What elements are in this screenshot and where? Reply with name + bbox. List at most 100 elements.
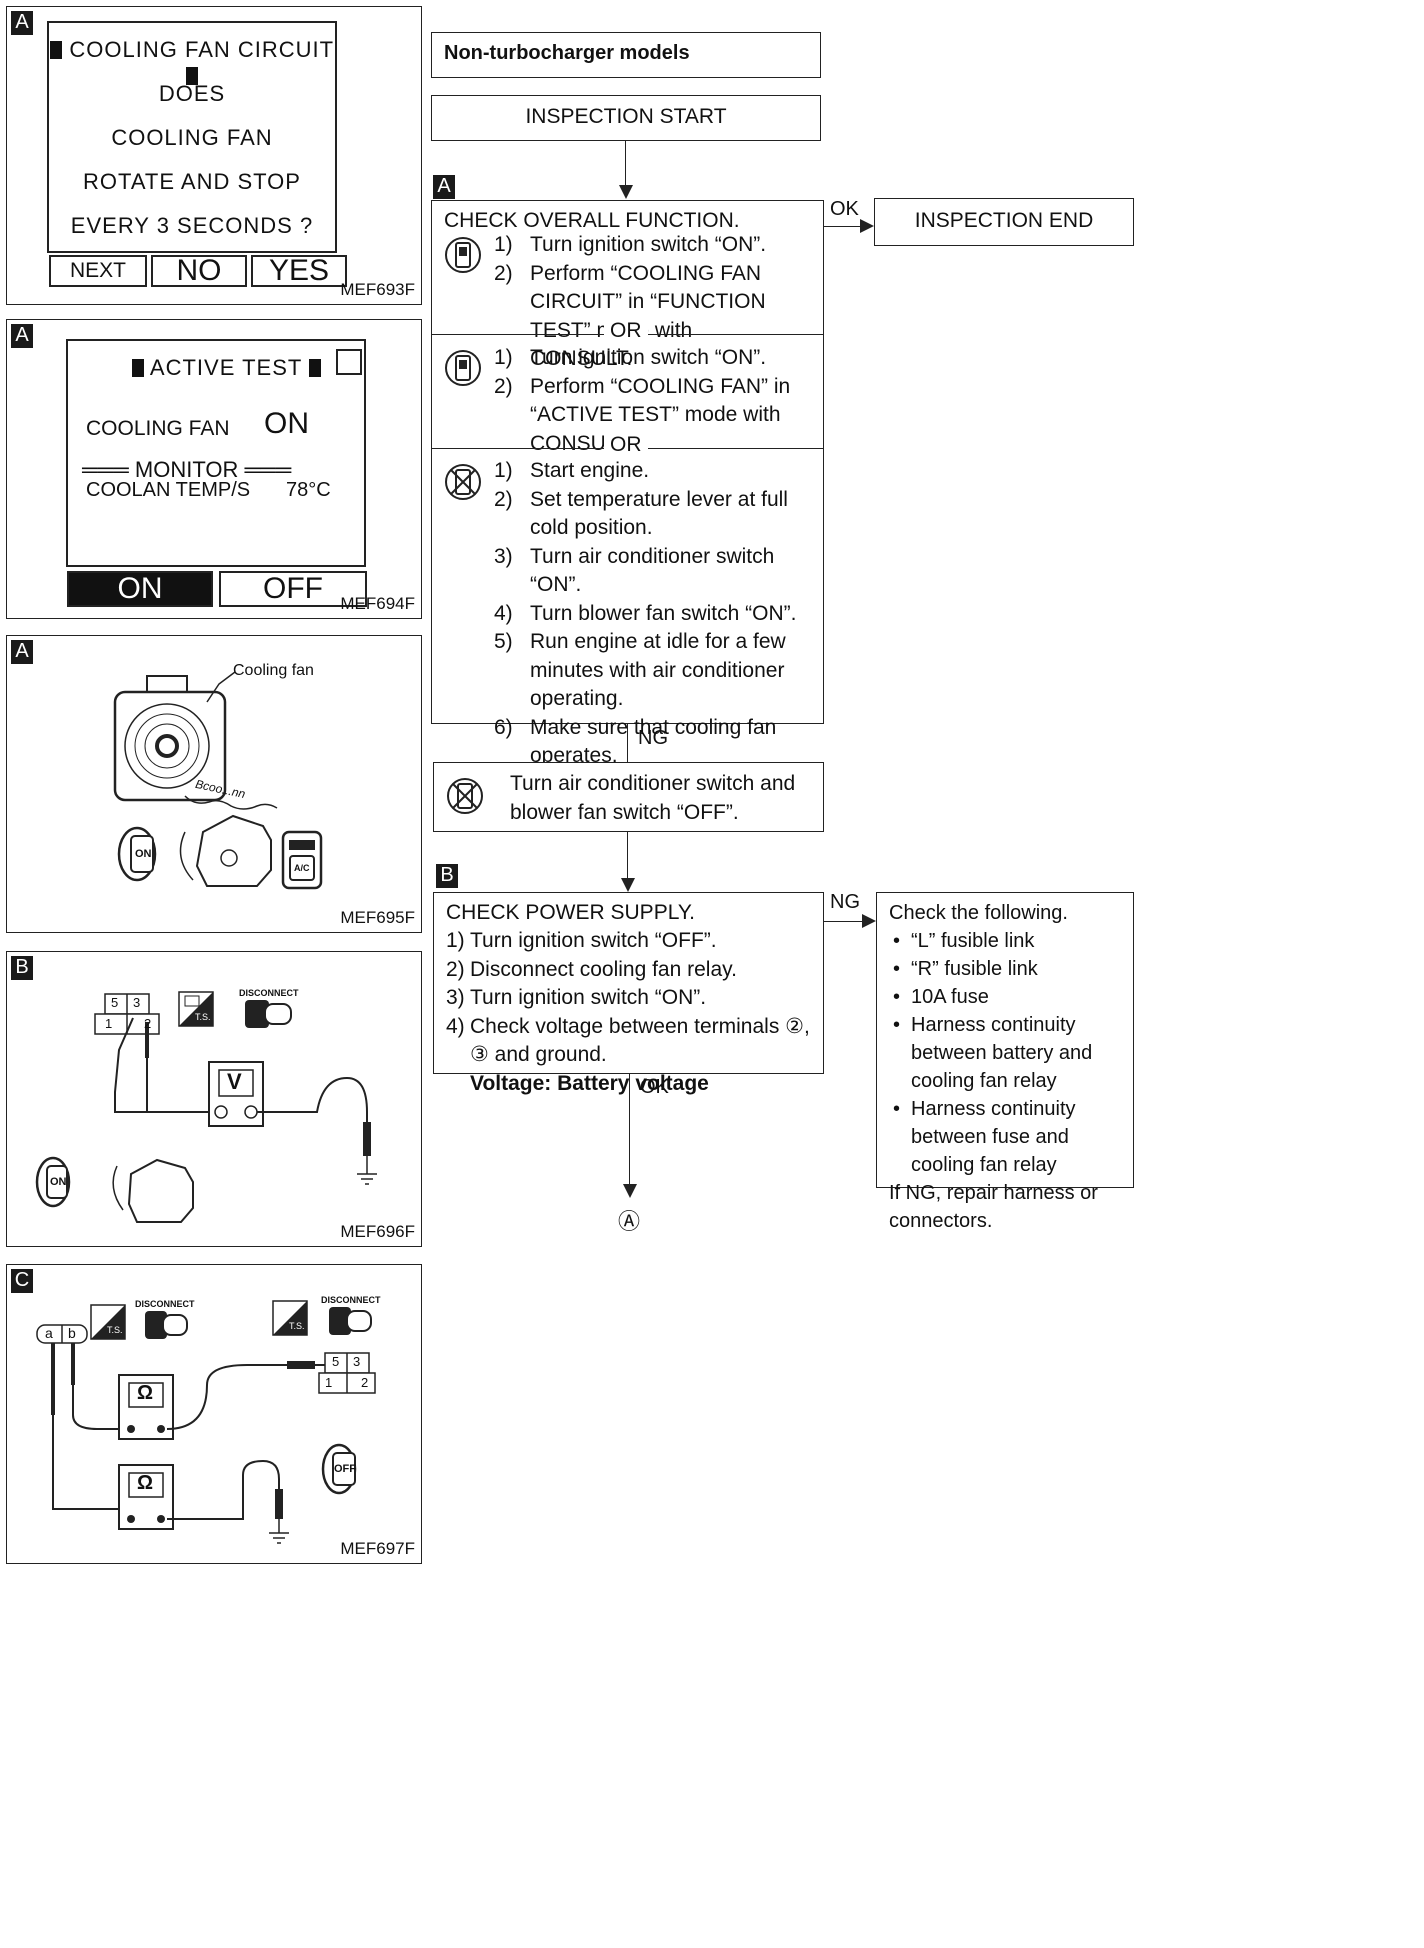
check-following-title: Check the following.	[889, 902, 1068, 924]
step-number: 2)	[494, 487, 513, 511]
connector-line	[824, 921, 862, 922]
figure-panel-voltage-check: B 5 3 1 2 T.S. DI	[6, 951, 422, 1247]
arrow-down-icon	[621, 878, 635, 892]
arrow-down-icon	[619, 185, 633, 199]
check-following-box: Check the following. “L” fusible link “R…	[876, 892, 1134, 1232]
step-text: Turn ignition switch “OFF”.	[470, 929, 717, 952]
section-tag: A	[433, 175, 455, 199]
ts-label: T.S.	[289, 1321, 305, 1331]
connector-line	[625, 141, 626, 185]
figure-code: MEF697F	[340, 1539, 415, 1558]
figure-code: MEF694F	[340, 594, 415, 613]
connector-pin-2: 2	[144, 1016, 152, 1031]
step: 1) Turn ignition switch “ON”.	[494, 344, 794, 373]
connector-pin-3: 3	[133, 995, 141, 1010]
figure-panel-active-test: A ACTIVE TEST COOLING FAN ON ═══ MONITOR…	[6, 319, 422, 619]
screen-title: COOLING FAN CIRCUIT	[69, 37, 334, 62]
turn-off-box: Turn air conditioner switch and blower f…	[433, 762, 824, 832]
figure-panel-cooling-fan: A Cooling fan Bcoo...nn ON A/C MEF695F	[6, 635, 422, 933]
screen-line: ROTATE AND STOP	[83, 169, 301, 194]
step: 3)Turn ignition switch “ON”.	[446, 984, 816, 1013]
inspection-end-box: INSPECTION END	[874, 198, 1134, 246]
inspection-end-label: INSPECTION END	[914, 209, 1094, 232]
monitor-row: ═══ MONITOR ═══	[82, 457, 291, 483]
divider-icon: ═══	[82, 457, 135, 482]
voltage-spec: Voltage: Battery voltage	[470, 1071, 709, 1095]
voltage-check-illustration	[35, 991, 377, 1223]
step-text: Start engine.	[530, 459, 650, 482]
step-number: 1)	[494, 346, 513, 369]
arrow-down-icon	[623, 1184, 637, 1198]
section-tag: B	[11, 956, 33, 980]
check-overall-function-box: CHECK OVERALL FUNCTION. 1) Turn ignition …	[431, 200, 824, 767]
step-text: Run engine at idle for a few minutes wit…	[530, 630, 786, 710]
consult-screen: ACTIVE TEST COOLING FAN ON ═══ MONITOR ═…	[66, 339, 366, 567]
monitor-label: MONITOR	[134, 457, 239, 482]
check-overall-title: CHECK OVERALL FUNCTION.	[444, 209, 740, 232]
consult-screen: COOLING FAN CIRCUIT DOES COOLING FAN ROT…	[47, 21, 337, 253]
step-text: Turn blower fan switch “ON”.	[530, 601, 797, 625]
yes-button[interactable]: YES	[251, 255, 347, 287]
inspection-start-box: INSPECTION START	[431, 95, 821, 141]
or-label: OR	[604, 319, 648, 343]
step: 1)Turn ignition switch “ON”.	[494, 231, 794, 260]
step-text: Disconnect cooling fan relay.	[470, 957, 737, 981]
section-tag: A	[11, 324, 33, 348]
connector-pin-5: 5	[111, 995, 119, 1010]
consult-tester-icon	[445, 237, 481, 273]
cooling-fan-illustration	[113, 671, 323, 890]
connector-mark: Ⓐ	[618, 1209, 641, 1234]
step-number: 2)	[494, 261, 513, 285]
consult-tester-icon	[445, 350, 481, 386]
off-button[interactable]: OFF	[219, 571, 367, 607]
connector-pin-3: 3	[353, 1354, 361, 1369]
step-number: 4)	[494, 601, 513, 625]
step-text: Turn ignition switch “ON”.	[530, 346, 767, 369]
figure-code: MEF696F	[340, 1222, 415, 1241]
step: 6)Make sure that cooling fan operates.	[494, 714, 812, 771]
no-button[interactable]: NO	[151, 255, 247, 287]
figure-panel-function-test: A COOLING FAN CIRCUIT DOES COOLING FAN R…	[6, 6, 422, 305]
arrow-right-icon	[862, 914, 876, 928]
meter-label: Ω	[137, 1472, 154, 1494]
connector-line	[627, 724, 628, 762]
block-marker-icon	[132, 359, 144, 377]
step-text: Set temperature lever at full cold posit…	[530, 487, 788, 540]
ok-label: OK	[830, 198, 859, 220]
connector-line	[629, 1074, 630, 1186]
step-text: Perform “COOLING FAN” in “ACTIVE TEST” m…	[530, 374, 791, 455]
arrow-right-icon	[860, 219, 874, 233]
screen-title-row: COOLING FAN CIRCUIT	[49, 37, 335, 89]
item-value: ON	[264, 407, 309, 440]
next-button[interactable]: NEXT	[49, 255, 147, 287]
step-number: 6)	[494, 715, 513, 739]
on-button[interactable]: ON	[67, 571, 213, 607]
ts-label: T.S.	[107, 1325, 123, 1335]
step-number: 1)	[446, 929, 465, 952]
connector-line	[824, 226, 860, 227]
figure-code: MEF695F	[340, 908, 415, 927]
item-label: COOLING FAN	[86, 417, 230, 440]
model-title: Non-turbocharger models	[444, 42, 690, 64]
step-number: 2)	[446, 957, 465, 981]
list-item: “R” fusible link	[889, 955, 1127, 983]
screen-title-row: ACTIVE TEST	[132, 355, 322, 381]
ts-label: T.S.	[195, 1012, 211, 1022]
callout-label: Cooling fan	[233, 662, 314, 679]
step-number: 1)	[494, 459, 513, 482]
step-text: Turn ignition switch “ON”.	[470, 986, 707, 1009]
figure-panel-continuity-check: C	[6, 1264, 422, 1564]
meter-label: V	[227, 1069, 242, 1094]
list-item: 10A fuse	[889, 983, 1127, 1011]
check-following-footer: If NG, repair harness or connectors.	[889, 1182, 1098, 1232]
ok-label: OK	[640, 1076, 669, 1098]
figure-code: MEF693F	[340, 280, 415, 299]
checkbox-icon[interactable]	[336, 349, 362, 375]
block-marker-icon	[309, 359, 322, 377]
step-number: 4)	[446, 1014, 465, 1038]
step-number: 1)	[494, 233, 513, 256]
step-text: Check voltage between terminals ②, ③ and…	[470, 1014, 810, 1067]
inspection-start-label: INSPECTION START	[525, 105, 727, 128]
connector-pin-2: 2	[361, 1375, 369, 1390]
block-marker-icon	[50, 41, 63, 59]
